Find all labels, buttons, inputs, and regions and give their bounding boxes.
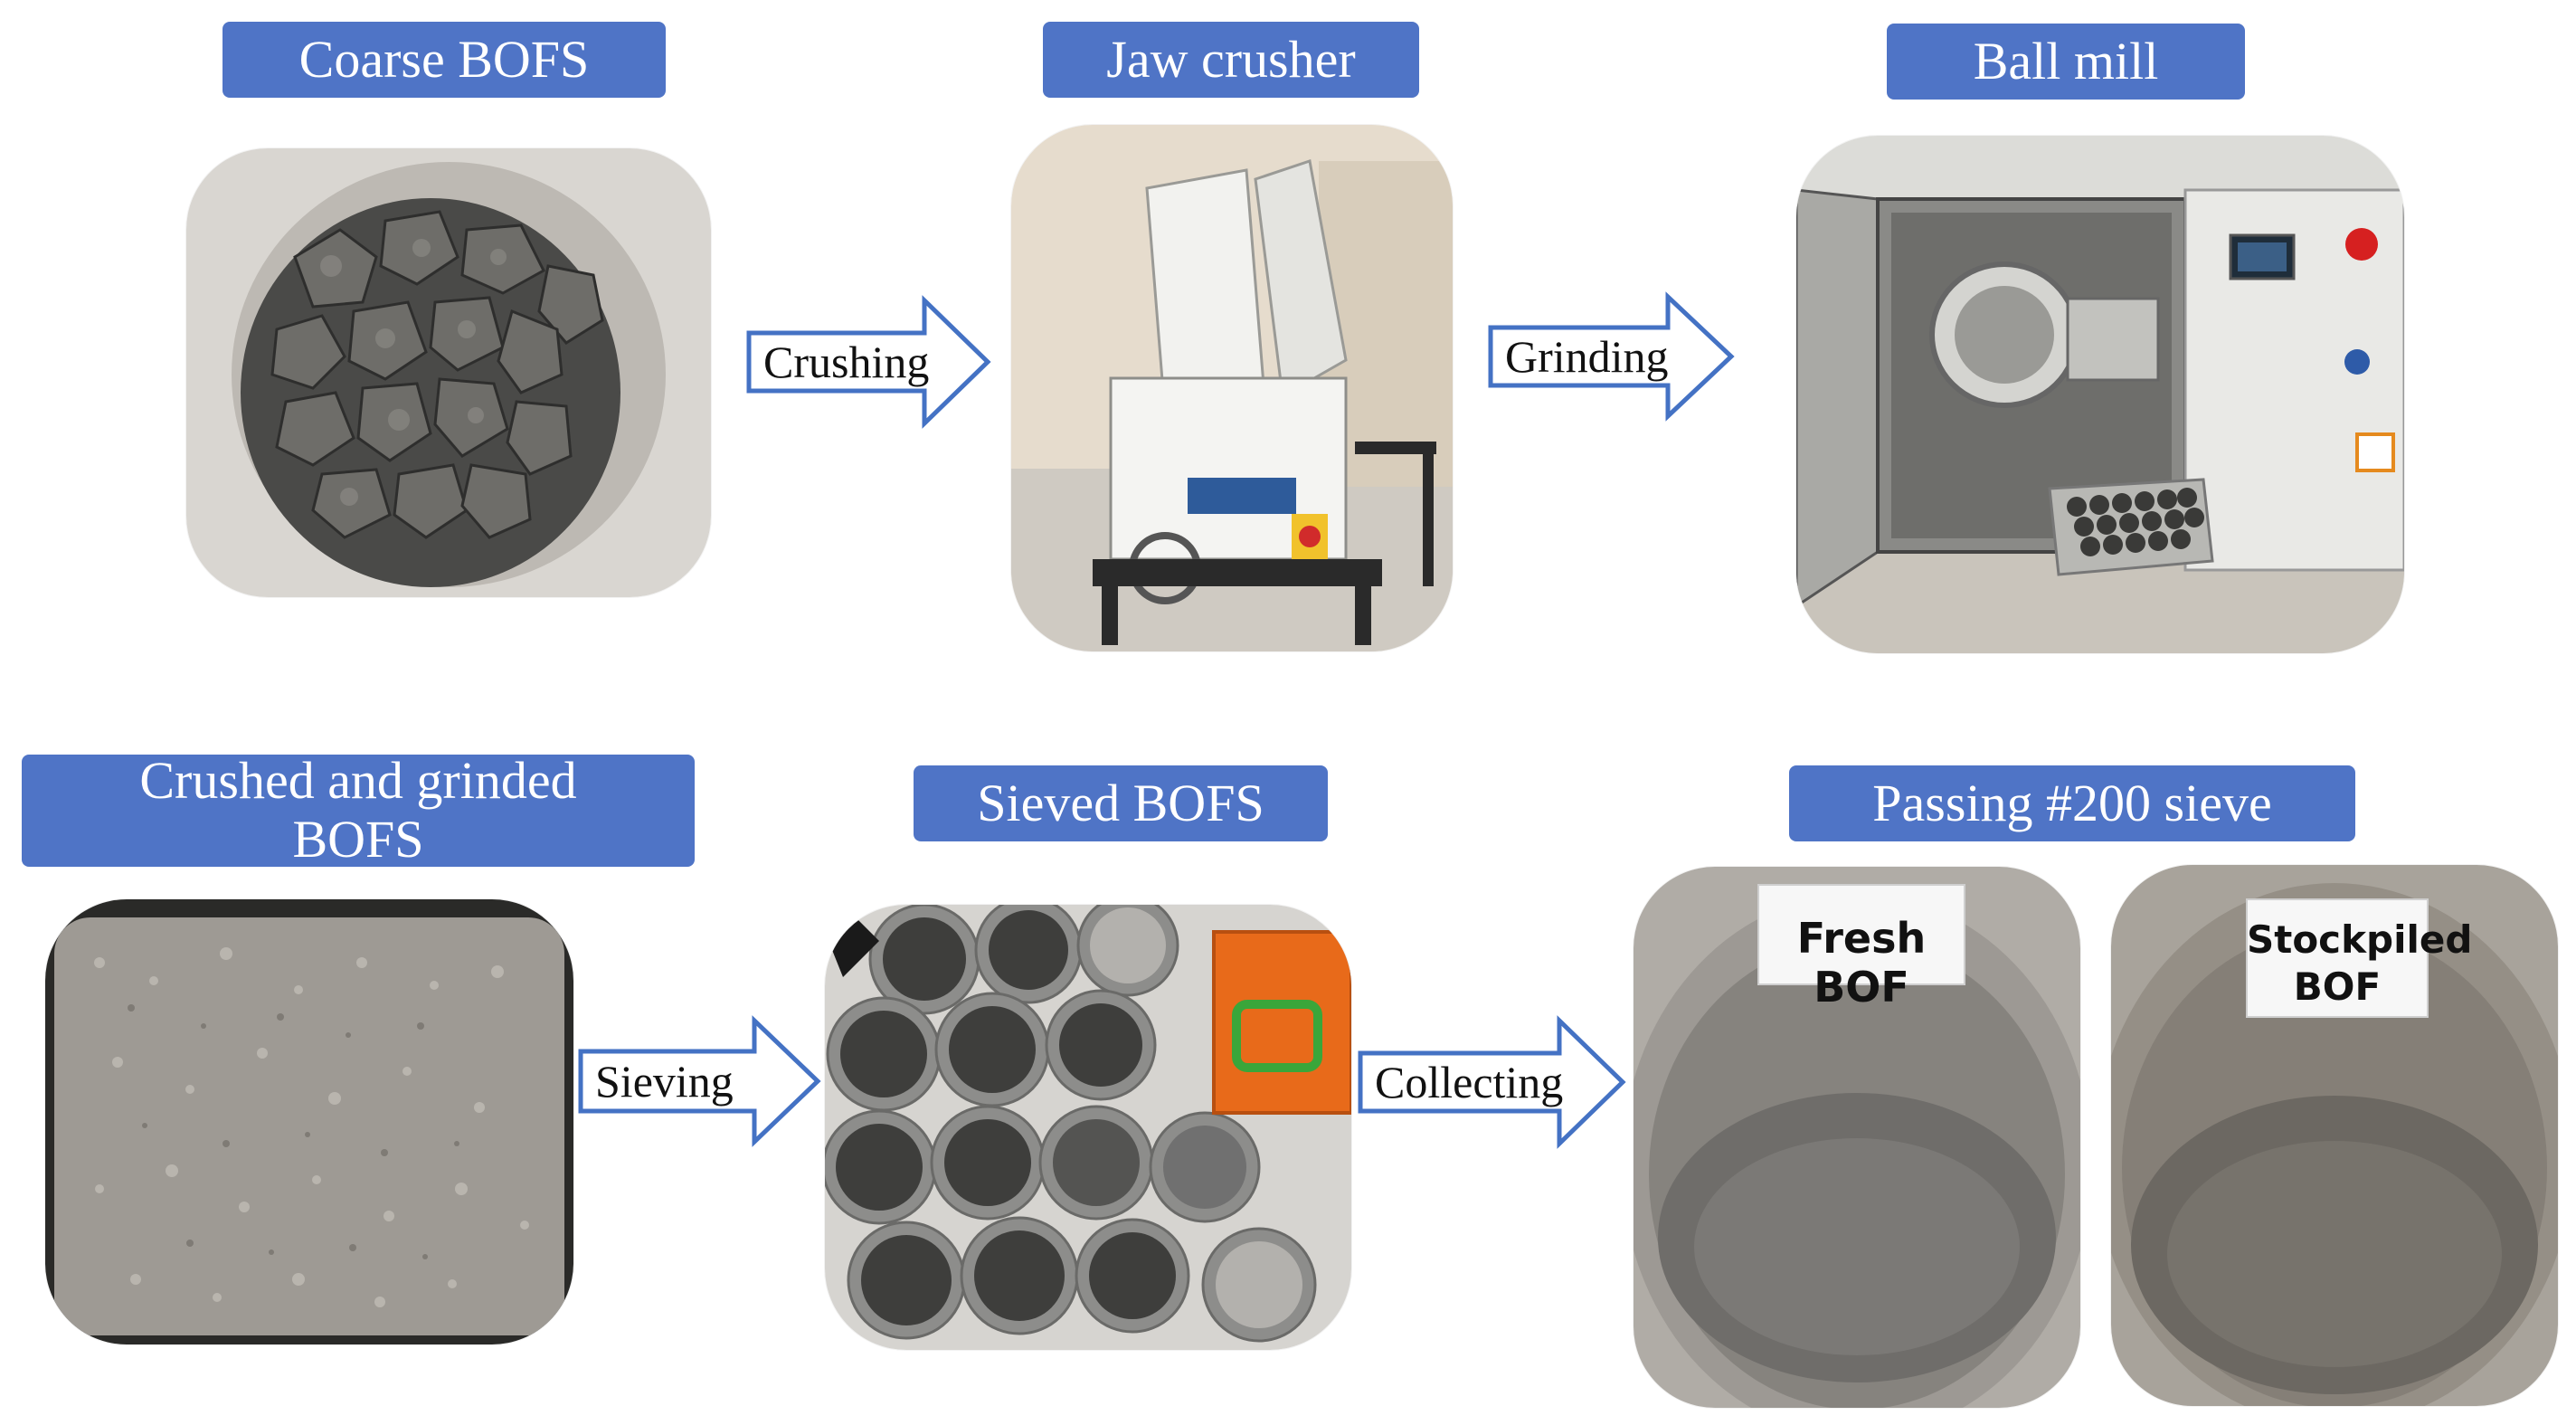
label-ball-mill: Ball mill xyxy=(1887,24,2245,100)
ball-mill-image xyxy=(1796,136,2404,653)
label-crushed-grinded-bofs: Crushed and grinded BOFS xyxy=(22,751,695,869)
sieved-containers-image xyxy=(825,905,1351,1350)
fresh-bof-card-label: Fresh BOF xyxy=(1796,914,1927,1012)
photo-ball-mill xyxy=(1796,136,2404,653)
arrow-sieving-shape xyxy=(578,1015,821,1147)
label-crushed-line1: Crushed and grinded xyxy=(139,751,577,811)
fresh-bof-bowl-image xyxy=(1634,867,2080,1408)
photo-stockpiled-bof: Stockpiled BOF xyxy=(2111,865,2558,1406)
label-passing-text: Passing #200 sieve xyxy=(1872,773,2272,832)
arrow-sieving: Sieving xyxy=(578,1015,821,1147)
photo-fresh-bof: Fresh BOF xyxy=(1634,867,2080,1408)
stockpiled-card-line2: BOF xyxy=(2293,964,2382,1009)
label-coarse-bofs-text: Coarse BOFS xyxy=(298,29,590,89)
label-passing-200-sieve: Passing #200 sieve xyxy=(1789,765,2355,841)
photo-crushed-grinded xyxy=(45,899,573,1344)
coarse-rocks-image xyxy=(186,148,711,597)
label-coarse-bofs: Coarse BOFS xyxy=(223,22,666,98)
arrow-grinding-label: Grinding xyxy=(1505,331,1669,382)
arrow-sieving-label: Sieving xyxy=(595,1056,734,1107)
arrow-collecting-label: Collecting xyxy=(1375,1057,1564,1107)
arrow-collecting: Collecting xyxy=(1358,1015,1626,1149)
crushed-powder-image xyxy=(45,899,573,1344)
stockpiled-card-line1: Stockpiled xyxy=(2247,917,2473,962)
arrow-crushing: Crushing xyxy=(746,295,991,429)
arrow-crushing-label: Crushing xyxy=(763,337,930,387)
photo-sieved-bofs xyxy=(825,905,1351,1350)
label-sieved-bofs: Sieved BOFS xyxy=(914,765,1328,841)
photo-jaw-crusher xyxy=(1011,125,1453,651)
label-sieved-bofs-text: Sieved BOFS xyxy=(977,773,1264,832)
arrow-collecting-shape xyxy=(1358,1015,1626,1149)
label-ball-mill-text: Ball mill xyxy=(1973,31,2159,90)
arrow-grinding: Grinding xyxy=(1488,291,1735,422)
arrow-grinding-shape xyxy=(1488,291,1735,422)
label-jaw-crusher-text: Jaw crusher xyxy=(1106,29,1356,89)
stockpiled-bof-bowl-image xyxy=(2111,865,2558,1406)
photo-coarse-bofs xyxy=(186,148,711,597)
arrow-crushing-shape xyxy=(746,295,991,429)
label-crushed-line2: BOFS xyxy=(292,810,424,869)
label-jaw-crusher: Jaw crusher xyxy=(1043,22,1419,98)
jaw-crusher-image xyxy=(1011,125,1453,651)
